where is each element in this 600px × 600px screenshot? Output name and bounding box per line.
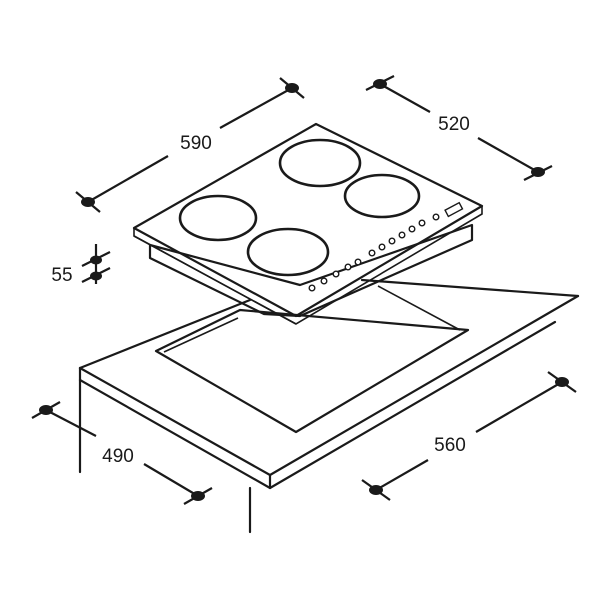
cooking-zone-front-right xyxy=(246,227,330,277)
dimension-dot xyxy=(555,377,569,387)
cooking-zone-front-left xyxy=(178,194,258,242)
hob-base-tray xyxy=(148,223,474,318)
dimension-hob-width: 590 xyxy=(75,77,305,213)
dimension-dot xyxy=(39,405,53,415)
control-button xyxy=(378,243,386,251)
dimension-label-490: 490 xyxy=(102,446,134,467)
dimension-line xyxy=(87,155,169,203)
cooking-zone-back-right xyxy=(343,173,421,219)
dimension-dot xyxy=(373,79,387,89)
hob-bevel-front xyxy=(133,235,297,325)
dimension-line xyxy=(219,87,293,129)
dimension-line xyxy=(375,459,429,491)
dimension-line xyxy=(45,409,97,437)
hob xyxy=(132,122,484,325)
dimension-line xyxy=(143,463,199,497)
cutout-inner-back-edge xyxy=(377,285,461,331)
touch-controls-front xyxy=(308,258,362,292)
countertop xyxy=(78,278,580,534)
dimension-cutout-width: 560 xyxy=(361,371,577,501)
dimension-label-590: 590 xyxy=(180,133,212,154)
dimension-label-560: 560 xyxy=(434,435,466,456)
dimension-hob-depth: 520 xyxy=(365,75,553,181)
cutout-outer-edge xyxy=(154,308,470,434)
control-button xyxy=(432,213,440,221)
countertop-cutout xyxy=(154,285,470,434)
dimension-dot xyxy=(285,83,299,93)
dimension-line xyxy=(477,137,539,173)
countertop-top-back-edge xyxy=(360,278,580,298)
dimension-line xyxy=(379,83,431,113)
control-button xyxy=(344,263,352,271)
dimension-dot xyxy=(369,485,383,495)
dimension-dot xyxy=(90,255,102,265)
dimension-hob-height: 55 xyxy=(51,244,111,286)
control-button xyxy=(320,277,328,285)
countertop-top-left-edge xyxy=(78,298,252,370)
cutout-inner-left-edge xyxy=(163,317,239,353)
touch-controls-right xyxy=(368,213,440,257)
dimension-cutout-depth: 490 xyxy=(31,401,213,505)
dimension-dot xyxy=(81,197,95,207)
dimension-label-520: 520 xyxy=(438,114,470,135)
control-button xyxy=(398,231,406,239)
control-button xyxy=(408,225,416,233)
control-button xyxy=(332,270,340,278)
countertop-front-bottom-edge xyxy=(78,320,557,490)
dimension-dot xyxy=(90,271,102,281)
control-button xyxy=(308,284,316,292)
control-button xyxy=(388,237,396,245)
dimension-dot xyxy=(191,491,205,501)
display-window xyxy=(444,201,464,218)
cooking-zone-back-left xyxy=(278,138,362,188)
dimension-line xyxy=(475,381,563,433)
countertop-front-top-edge xyxy=(78,294,580,477)
dimension-dot xyxy=(531,167,545,177)
dimension-label-55: 55 xyxy=(51,265,72,286)
control-button xyxy=(354,258,362,266)
control-button xyxy=(368,249,376,257)
control-button xyxy=(418,219,426,227)
